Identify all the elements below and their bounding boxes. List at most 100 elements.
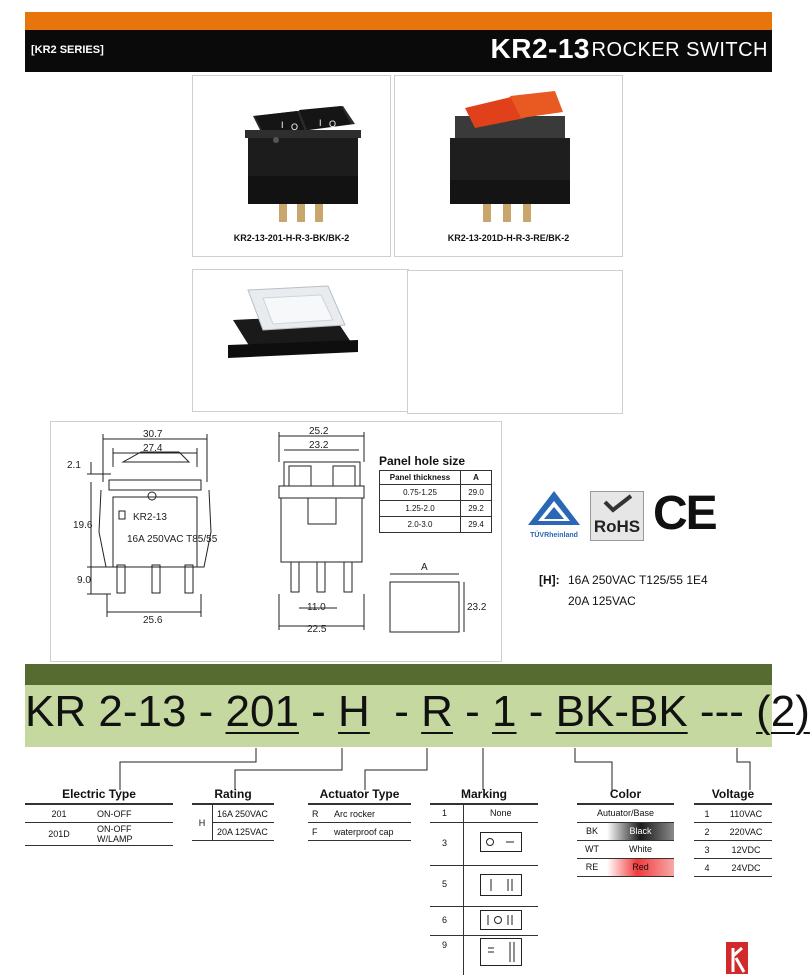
part-code: KR 2-13 - 201 - H - R - 1 - BK-BK --- (2… — [25, 687, 810, 737]
color-row: WT White — [577, 841, 674, 859]
color-subhead: Autuator/Base — [577, 805, 674, 823]
panel-hole-cell: 29.4 — [460, 516, 492, 533]
color-row: BK Black — [577, 823, 674, 841]
voltage-value: 110VAC — [720, 804, 772, 823]
electric-desc: ON-OFF W/LAMP — [93, 822, 173, 846]
rating-value: 20A 125VAC — [212, 822, 274, 841]
dim-front-pin: 9.0 — [77, 575, 91, 586]
rating-line-1: 16A 250VAC T125/55 1E4 — [568, 573, 708, 587]
marking-i-o-ii-icon — [480, 910, 522, 930]
waterproof-cap-image — [228, 285, 358, 358]
dim-front-bottom: 25.6 — [143, 615, 163, 626]
voltage-code: 2 — [694, 822, 720, 841]
code-sep: - — [452, 687, 493, 736]
code-actuator: R — [421, 687, 453, 736]
marking-i-ii-icon — [480, 874, 522, 896]
black-switch-image: I I O O — [245, 106, 361, 222]
product-photo-cap — [192, 269, 409, 412]
actuator-code: F — [308, 822, 330, 841]
svg-text:O: O — [291, 122, 298, 132]
marking-row: 5 — [430, 866, 538, 907]
rating-title: Rating — [214, 787, 252, 801]
color-red: Red — [607, 859, 674, 876]
code-marking: 1 — [492, 687, 517, 736]
panel-hole-cell: 1.25-2.0 — [379, 500, 461, 517]
color-title: Color — [609, 787, 642, 801]
marking-divider — [463, 805, 464, 975]
dim-side-bottom: 22.5 — [307, 624, 327, 635]
dim-front-top: 30.7 — [143, 429, 163, 440]
header-bar: [KR2 SERIES] KR2-13 ROCKER SWITCH — [25, 30, 772, 72]
voltage-value: 220VAC — [720, 822, 772, 841]
panel-hole-title: Panel hole size — [379, 454, 466, 468]
tuv-triangle-icon — [528, 491, 580, 525]
panel-hole-height: 23.2 — [467, 602, 487, 613]
voltage-value: 12VDC — [720, 840, 772, 859]
product-photo-black: I I O O KR2-13-201-H-R-3-BK/BK-2 — [192, 75, 391, 257]
voltage-code: 1 — [694, 804, 720, 823]
code-accent-bar — [25, 664, 772, 685]
product-photo-red: KR2-13-201D-H-R-3-RE/BK-2 — [394, 75, 623, 257]
marking-code: 5 — [442, 879, 448, 889]
actuator-title: Actuator Type — [319, 787, 400, 801]
red-switch-image — [450, 91, 570, 222]
panel-hole-cell: 0.75-1.25 — [379, 484, 461, 501]
brand-logo — [726, 942, 748, 974]
code-sep: - — [369, 687, 422, 736]
ce-mark: CE — [653, 487, 718, 540]
actuator-desc: Arc rocker — [330, 804, 411, 823]
panel-hole-cell: 29.2 — [460, 500, 492, 517]
header-accent-bar — [25, 12, 772, 30]
voltage-code: 3 — [694, 840, 720, 859]
color-table: Autuator/Base BK Black WT White RE Red — [577, 803, 674, 877]
empty-photo-panel — [407, 270, 623, 414]
series-label: [KR2 SERIES] — [31, 44, 104, 56]
panel-hole-header: A — [460, 470, 492, 485]
voltage-value: 24VDC — [720, 858, 772, 877]
color-code: RE — [585, 862, 599, 872]
marking-row: 3 — [430, 822, 538, 866]
code-rating: H — [338, 687, 370, 736]
color-code: BK — [585, 826, 598, 836]
panel-hole-cell: 2.0-3.0 — [379, 516, 461, 533]
electric-code: 201D — [25, 822, 93, 846]
dim-front-body: 19.6 — [73, 520, 93, 531]
tuv-logo: TÜVRheinland — [524, 489, 584, 541]
dim-side-pin: 11.0 — [307, 602, 326, 613]
svg-text:O: O — [329, 119, 336, 129]
tuv-text: TÜVRheinland — [530, 532, 578, 539]
leader-lines — [119, 748, 751, 790]
color-black: Black — [607, 823, 674, 840]
photo-caption-red: KR2-13-201D-H-R-3-RE/BK-2 — [447, 233, 570, 243]
code-electric: 201 — [225, 687, 299, 736]
dim-front-inner: 27.4 — [143, 443, 163, 454]
marking-code: 1 — [442, 808, 448, 818]
marking-row: 6 — [430, 907, 538, 936]
marking-none: None — [490, 808, 512, 818]
electric-code: 201 — [25, 804, 93, 823]
color-white: White — [607, 841, 674, 858]
color-row: RE Red — [577, 859, 674, 877]
marking-row: 9 — [430, 936, 538, 975]
rating-line-2: 20A 125VAC — [568, 594, 636, 608]
drawing-rating-label: 16A 250VAC T85/55 — [127, 534, 218, 545]
marking-title: Marking — [460, 787, 507, 801]
marking-o-dash-icon — [480, 832, 522, 852]
svg-text:I: I — [319, 118, 322, 128]
rohs-text: RoHS — [593, 517, 641, 536]
code-color: BK-BK — [555, 687, 688, 736]
part-code-bar: KR 2-13 - 201 - H - R - 1 - BK-BK --- (2… — [25, 685, 810, 747]
model-title: KR2-13 — [490, 33, 590, 64]
electric-desc: ON-OFF — [93, 804, 173, 823]
marking-code: 6 — [442, 915, 448, 925]
rating-key: [H]: — [539, 573, 560, 587]
panel-hole-a-label: A — [421, 562, 428, 573]
technical-drawing: 30.7 27.4 2.1 19.6 9.0 25.6 KR2-13 16A 2… — [50, 421, 502, 662]
panel-hole-cell: 29.0 — [460, 484, 492, 501]
drawing-body-label: KR2-13 — [133, 512, 167, 523]
rating-value: 16A 250VAC — [212, 804, 274, 823]
code-sep: - — [516, 687, 556, 736]
